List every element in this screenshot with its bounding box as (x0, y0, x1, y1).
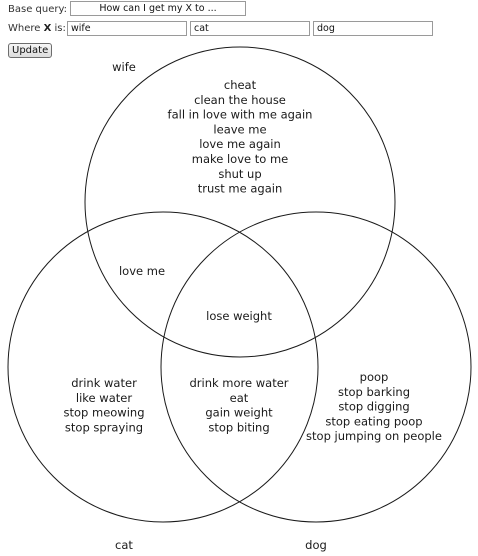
venn-item: gain weight (205, 406, 273, 420)
x-value-input-2[interactable]: cat (190, 21, 310, 36)
venn-item: shut up (218, 167, 261, 181)
venn-item: eat (230, 391, 249, 405)
where-label-suffix: is: (54, 23, 66, 34)
venn-item: make love to me (192, 152, 288, 166)
venn-item: clean the house (194, 93, 286, 107)
where-row: Where X is: (8, 21, 66, 36)
venn-item: poop (360, 370, 389, 384)
base-query-label: Base query: (8, 4, 68, 15)
update-button[interactable]: Update (8, 43, 53, 58)
venn-item: stop eating poop (325, 414, 422, 428)
venn-item: fall in love with me again (168, 108, 313, 122)
base-query-row: Base query: (8, 2, 67, 17)
venn-item: cheat (224, 78, 257, 92)
set-label-wife: wife (112, 60, 136, 74)
venn-item: love me (119, 264, 165, 278)
venn-item: stop biting (208, 420, 269, 434)
venn-item: love me again (199, 137, 281, 151)
venn-item: stop jumping on people (306, 429, 442, 443)
set-label-dog: dog (305, 538, 327, 552)
venn-item: drink more water (189, 376, 288, 390)
venn-circle-wife (84, 46, 396, 358)
base-query-input[interactable]: How can I get my X to ... (70, 1, 246, 16)
venn-item: like water (76, 391, 132, 405)
where-label: Where X is: (8, 23, 66, 34)
venn-circle-cat (7, 211, 319, 523)
where-label-prefix: Where (8, 23, 41, 34)
venn-item: stop meowing (64, 406, 145, 420)
venn-item: stop barking (338, 385, 410, 399)
venn-item: stop spraying (65, 420, 143, 434)
where-label-variable: X (43, 23, 52, 34)
region-wife-cat-dog: lose weight (206, 309, 272, 323)
venn-item: lose weight (206, 309, 272, 323)
venn-item: stop digging (338, 400, 409, 414)
venn-item: trust me again (198, 182, 283, 196)
venn-item: drink water (71, 376, 137, 390)
region-wife-cat: love me (119, 264, 165, 278)
venn-item: leave me (213, 122, 266, 136)
set-label-cat: cat (115, 538, 133, 552)
x-value-input-3[interactable]: dog (313, 21, 433, 36)
venn-circle-dog (160, 211, 472, 523)
x-value-input-1[interactable]: wife (67, 21, 187, 36)
